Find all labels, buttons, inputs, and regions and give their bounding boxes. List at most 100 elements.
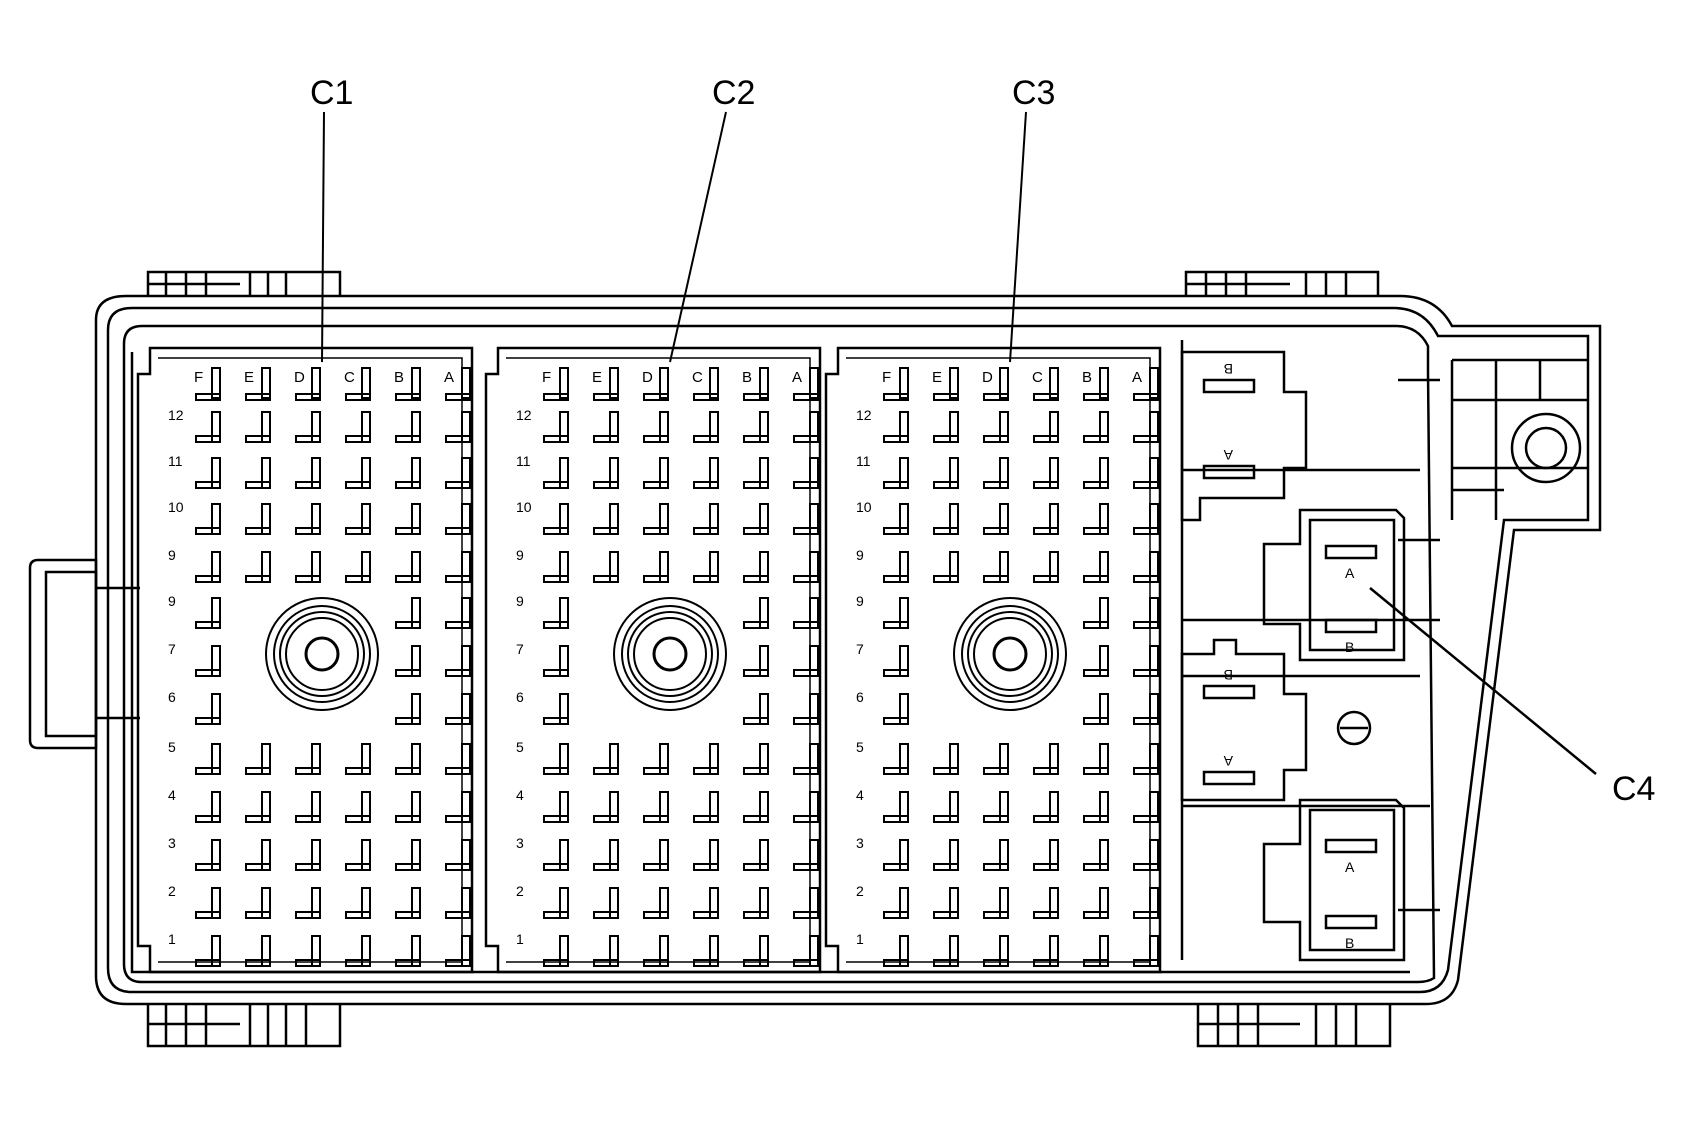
terminal-vertical — [311, 551, 321, 583]
terminal-horizontal — [983, 815, 1009, 823]
terminal-horizontal — [593, 435, 619, 443]
column-label: E — [932, 369, 942, 386]
terminal-vertical — [809, 743, 819, 775]
terminal-horizontal — [1083, 959, 1109, 967]
terminal-horizontal — [345, 815, 371, 823]
terminal-vertical — [1099, 551, 1109, 583]
terminal-horizontal — [395, 767, 421, 775]
terminal-vertical — [261, 743, 271, 775]
terminal-horizontal — [543, 435, 569, 443]
terminal-horizontal — [445, 435, 471, 443]
terminal-horizontal — [1133, 527, 1159, 535]
terminal-horizontal — [1083, 767, 1109, 775]
terminal-vertical — [899, 597, 909, 629]
terminal-vertical — [559, 411, 569, 443]
terminal-vertical — [559, 839, 569, 871]
terminal-vertical — [809, 935, 819, 967]
terminal-vertical — [899, 839, 909, 871]
terminal-vertical — [759, 791, 769, 823]
terminal-vertical — [809, 367, 819, 399]
terminal-horizontal — [1033, 959, 1059, 967]
terminal-vertical — [709, 457, 719, 489]
row-label: 10 — [856, 499, 872, 515]
terminal-vertical — [361, 503, 371, 535]
connector-body — [136, 346, 474, 974]
pin-blade — [1202, 770, 1256, 786]
terminal-horizontal — [395, 911, 421, 919]
terminal-vertical — [361, 791, 371, 823]
terminal-vertical — [809, 411, 819, 443]
terminal-horizontal — [445, 575, 471, 583]
row-label: 6 — [168, 689, 176, 705]
terminal-horizontal — [743, 435, 769, 443]
terminal-horizontal — [1083, 717, 1109, 725]
terminal-vertical — [759, 551, 769, 583]
terminal-horizontal — [245, 767, 271, 775]
terminal-horizontal — [445, 393, 471, 401]
terminal-vertical — [411, 743, 421, 775]
terminal-horizontal — [743, 527, 769, 535]
terminal-vertical — [899, 503, 909, 535]
terminal-vertical — [311, 839, 321, 871]
terminal-vertical — [461, 693, 471, 725]
terminal-horizontal — [743, 481, 769, 489]
terminal-horizontal — [693, 435, 719, 443]
terminal-horizontal — [543, 669, 569, 677]
terminal-vertical — [211, 367, 221, 399]
pin-label: B — [1345, 935, 1354, 951]
terminal-horizontal — [1083, 621, 1109, 629]
terminal-vertical — [411, 887, 421, 919]
terminal-vertical — [261, 887, 271, 919]
terminal-horizontal — [793, 717, 819, 725]
terminal-vertical — [461, 791, 471, 823]
terminal-horizontal — [395, 815, 421, 823]
terminal-vertical — [211, 693, 221, 725]
terminal-vertical — [1099, 693, 1109, 725]
terminal-horizontal — [395, 527, 421, 535]
terminal-horizontal — [883, 863, 909, 871]
terminal-horizontal — [1133, 767, 1159, 775]
terminal-horizontal — [395, 959, 421, 967]
terminal-vertical — [211, 839, 221, 871]
terminal-vertical — [1049, 839, 1059, 871]
connector-inner-edge — [846, 357, 1151, 963]
column-label: A — [1132, 369, 1142, 386]
terminal-horizontal — [1133, 481, 1159, 489]
terminal-vertical — [1099, 597, 1109, 629]
center-bolt-ring — [273, 605, 371, 703]
terminal-horizontal — [543, 393, 569, 401]
terminal-horizontal — [933, 959, 959, 967]
terminal-horizontal — [793, 435, 819, 443]
terminal-horizontal — [245, 527, 271, 535]
terminal-vertical — [211, 503, 221, 535]
clip-bottom-left — [146, 1004, 342, 1048]
terminal-horizontal — [543, 959, 569, 967]
terminal-vertical — [1049, 503, 1059, 535]
terminal-horizontal — [933, 481, 959, 489]
terminal-vertical — [1149, 597, 1159, 629]
terminal-horizontal — [693, 863, 719, 871]
row-label: 4 — [516, 787, 524, 803]
terminal-horizontal — [883, 815, 909, 823]
center-bolt — [953, 597, 1067, 711]
terminal-horizontal — [933, 527, 959, 535]
terminal-vertical — [759, 743, 769, 775]
terminal-horizontal — [445, 815, 471, 823]
terminal-vertical — [809, 551, 819, 583]
pin-blade — [1324, 838, 1378, 854]
terminal-vertical — [411, 367, 421, 399]
terminal-vertical — [899, 411, 909, 443]
center-bolt — [613, 597, 727, 711]
terminal-vertical — [361, 551, 371, 583]
terminal-horizontal — [1083, 435, 1109, 443]
terminal-vertical — [949, 839, 959, 871]
terminal-horizontal — [883, 669, 909, 677]
terminal-vertical — [261, 367, 271, 399]
terminal-vertical — [659, 503, 669, 535]
terminal-vertical — [361, 887, 371, 919]
small-connector-4: AB — [1324, 838, 1378, 951]
terminal-vertical — [461, 503, 471, 535]
terminal-vertical — [1099, 743, 1109, 775]
terminal-vertical — [1149, 935, 1159, 967]
